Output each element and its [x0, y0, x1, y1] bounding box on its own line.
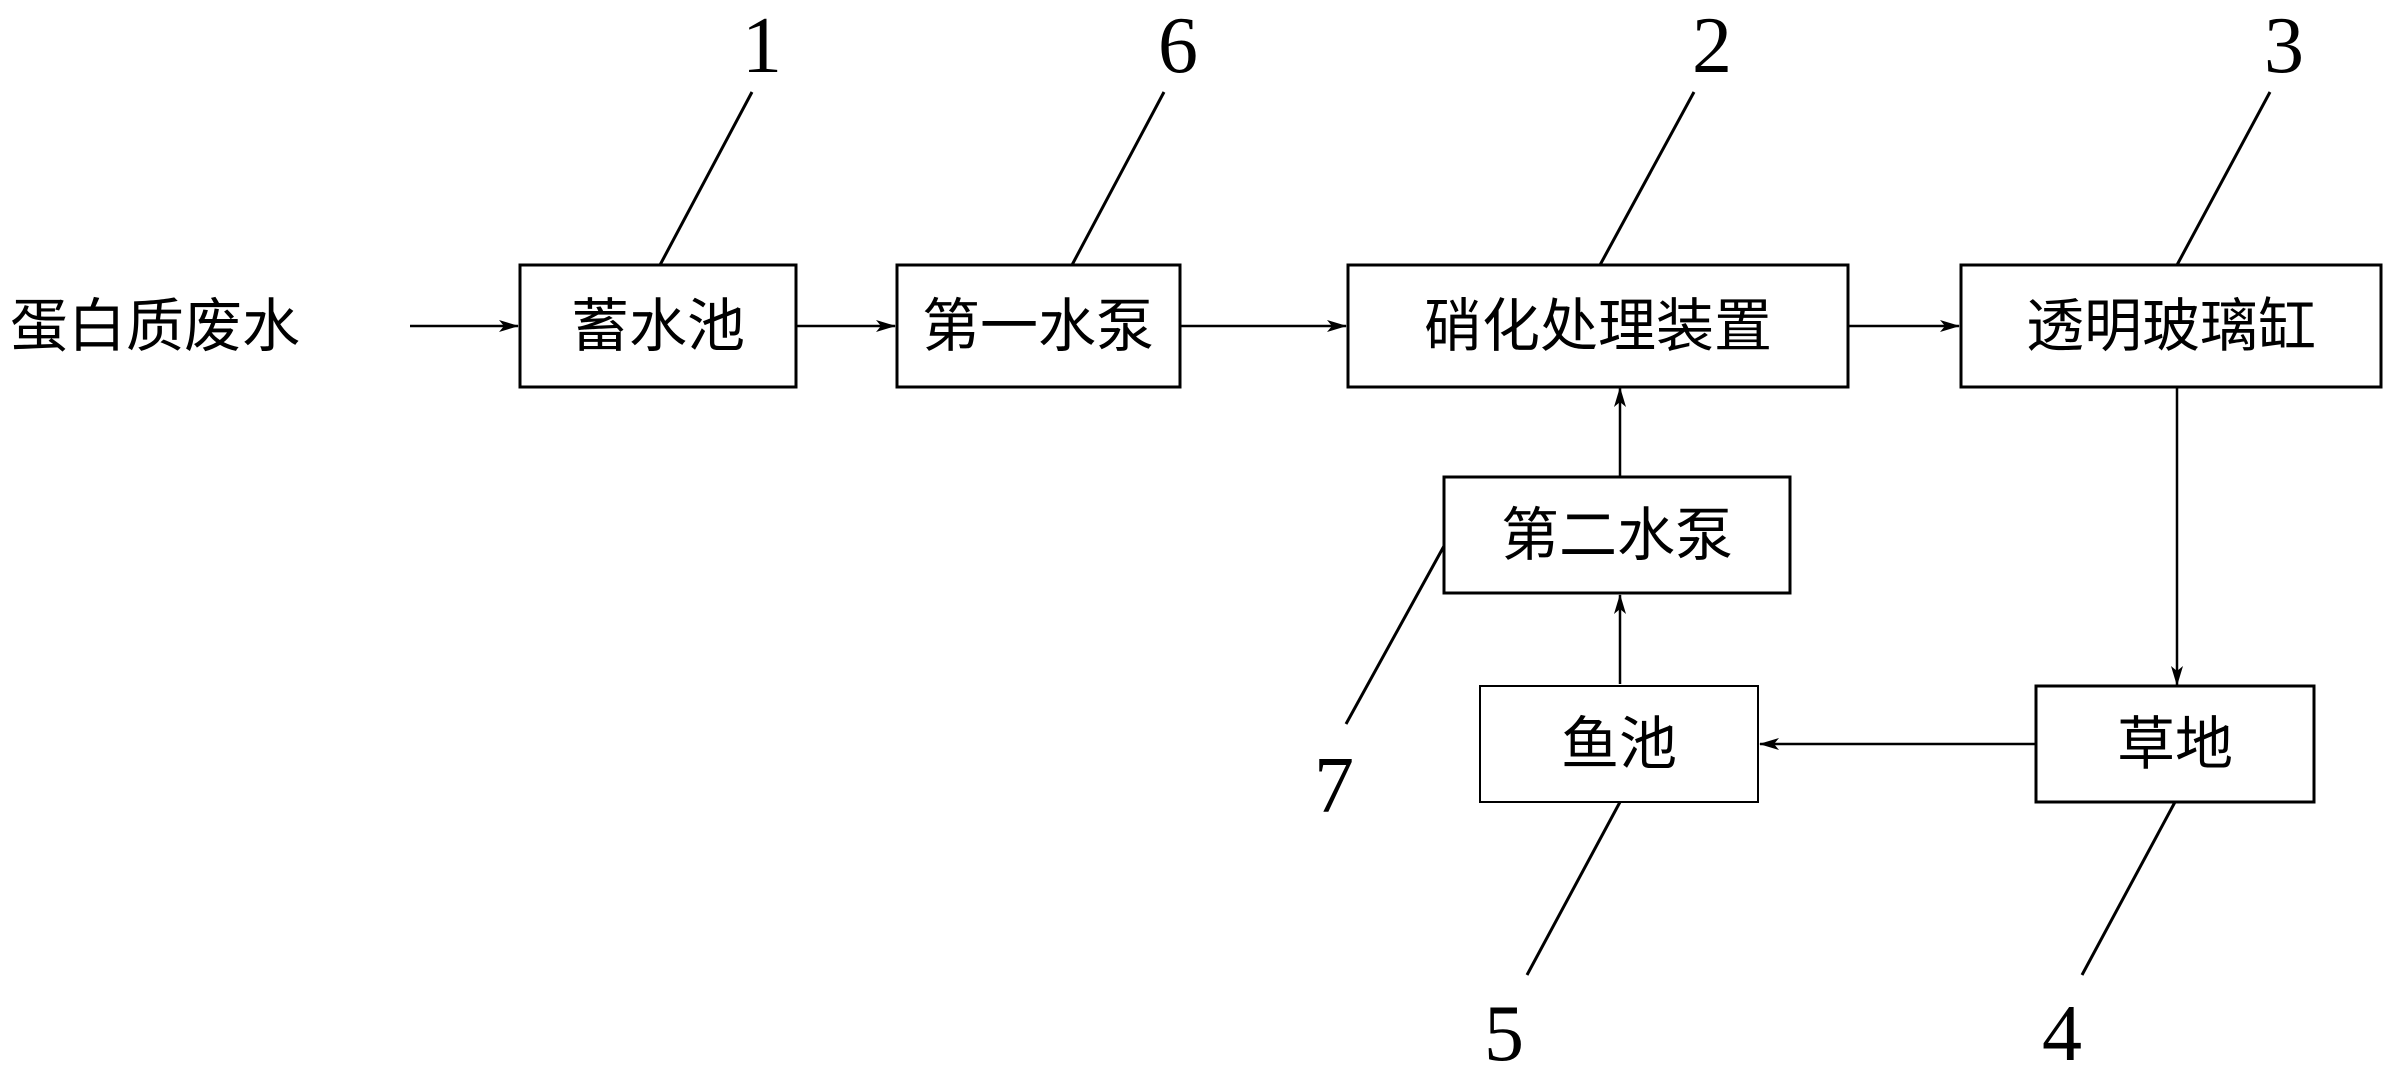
- node-nitrification: 硝化处理装置: [1346, 263, 1850, 389]
- leader-7: [1344, 545, 1446, 725]
- ref-number-6: 6: [1158, 2, 1198, 90]
- node-glass-tank-label: 透明玻璃缸: [2026, 292, 2316, 360]
- input-label: 蛋白质废水: [10, 292, 300, 360]
- leader-1: [658, 91, 754, 266]
- ref-number-3: 3: [2264, 2, 2304, 90]
- ref-number-2: 2: [1692, 2, 1732, 90]
- node-nitrification-label: 硝化处理装置: [1424, 292, 1772, 360]
- node-pump1-label: 第一水泵: [922, 292, 1154, 360]
- node-fish-pond-label: 鱼池: [1561, 710, 1677, 778]
- leader-4: [2080, 801, 2177, 976]
- node-pump2: 第二水泵: [1442, 475, 1792, 595]
- node-glass-tank: 透明玻璃缸: [1959, 263, 2383, 389]
- leader-3: [2175, 91, 2272, 266]
- node-reservoir-label: 蓄水池: [571, 292, 745, 360]
- node-grassland-label: 草地: [2117, 710, 2233, 778]
- node-reservoir: 蓄水池: [518, 263, 798, 389]
- ref-number-7: 7: [1314, 742, 1354, 830]
- ref-number-5: 5: [1484, 990, 1524, 1078]
- node-pump1: 第一水泵: [895, 263, 1182, 389]
- leader-5: [1525, 801, 1622, 976]
- node-grassland: 草地: [2034, 684, 2316, 804]
- leader-6: [1070, 91, 1166, 266]
- ref-number-1: 1: [742, 2, 782, 90]
- ref-number-4: 4: [2042, 990, 2082, 1078]
- leader-2: [1598, 91, 1696, 266]
- node-fish-pond: 鱼池: [1479, 685, 1759, 803]
- node-pump2-label: 第二水泵: [1501, 501, 1733, 569]
